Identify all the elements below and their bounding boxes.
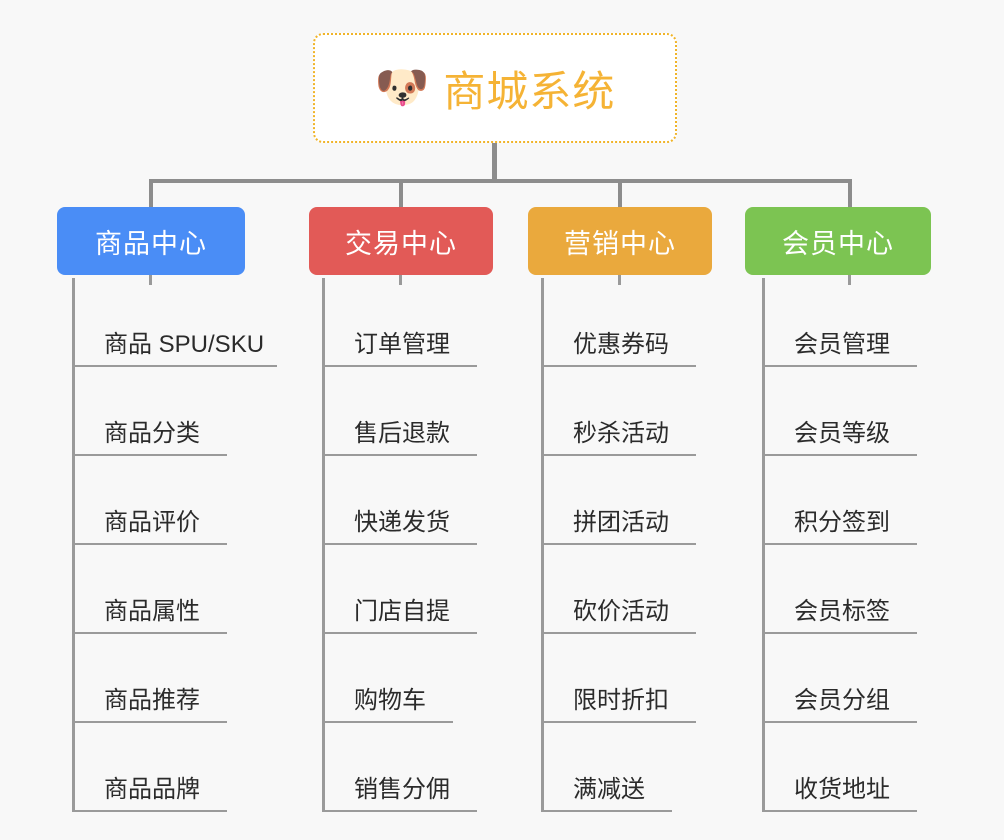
root-title: 商城系统 (443, 67, 616, 115)
connector-stem-marketing (618, 275, 621, 285)
dog-face-icon: 🐶 (374, 63, 430, 112)
leaf-label: 会员分组 (794, 687, 890, 715)
leaf-item-marketing-4[interactable]: 限时折扣 (541, 634, 696, 723)
connector-stem-product (149, 275, 152, 285)
leaf-item-member-4[interactable]: 会员分组 (762, 634, 917, 723)
category-box-marketing-center[interactable]: 营销中心 (528, 207, 712, 275)
leaf-item-product-0[interactable]: 商品 SPU/SKU (72, 278, 277, 367)
connector-drop-member (848, 179, 852, 207)
leaf-label: 秒杀活动 (573, 420, 669, 448)
leaf-item-trade-1[interactable]: 售后退款 (322, 367, 477, 456)
leaf-item-product-5[interactable]: 商品品牌 (72, 723, 227, 812)
category-box-member-center[interactable]: 会员中心 (745, 207, 931, 275)
leaf-label: 商品属性 (104, 598, 200, 626)
leaf-spine-marketing (541, 278, 544, 812)
leaf-item-member-3[interactable]: 会员标签 (762, 545, 917, 634)
leaf-label: 会员管理 (794, 331, 890, 359)
leaf-column-trade-center: 订单管理 售后退款 快递发货 门店自提 购物车 销售分佣 (322, 278, 477, 812)
leaf-item-product-4[interactable]: 商品推荐 (72, 634, 227, 723)
category-label-product-center: 商品中心 (95, 228, 207, 259)
leaf-column-product-center: 商品 SPU/SKU 商品分类 商品评价 商品属性 商品推荐 商品品牌 (72, 278, 277, 812)
leaf-label: 会员标签 (794, 598, 890, 626)
leaf-item-trade-3[interactable]: 门店自提 (322, 545, 477, 634)
connector-horizontal-bus (149, 179, 852, 183)
leaf-item-product-3[interactable]: 商品属性 (72, 545, 227, 634)
leaf-spine-product (72, 278, 75, 812)
leaf-label: 销售分佣 (354, 776, 450, 804)
leaf-label: 门店自提 (354, 598, 450, 626)
leaf-item-trade-2[interactable]: 快递发货 (322, 456, 477, 545)
connector-drop-marketing (618, 179, 622, 207)
leaf-item-marketing-5[interactable]: 满减送 (541, 723, 672, 812)
leaf-item-marketing-3[interactable]: 砍价活动 (541, 545, 696, 634)
leaf-item-member-2[interactable]: 积分签到 (762, 456, 917, 545)
leaf-label: 限时折扣 (573, 687, 669, 715)
leaf-label: 售后退款 (354, 420, 450, 448)
leaf-item-product-1[interactable]: 商品分类 (72, 367, 227, 456)
connector-drop-product (149, 179, 153, 207)
leaf-label: 快递发货 (354, 509, 450, 537)
connector-root-stem (492, 143, 497, 181)
leaf-label: 砍价活动 (573, 598, 669, 626)
connector-drop-trade (399, 179, 403, 207)
leaf-item-member-1[interactable]: 会员等级 (762, 367, 917, 456)
leaf-label: 收货地址 (794, 776, 890, 804)
leaf-label: 满减送 (573, 776, 645, 804)
leaf-spine-member (762, 278, 765, 812)
category-box-product-center[interactable]: 商品中心 (57, 207, 245, 275)
leaf-label: 购物车 (354, 687, 426, 715)
leaf-label: 商品推荐 (104, 687, 200, 715)
leaf-item-marketing-0[interactable]: 优惠券码 (541, 278, 696, 367)
leaf-label: 商品评价 (104, 509, 200, 537)
category-label-trade-center: 交易中心 (345, 228, 457, 259)
leaf-label: 积分签到 (794, 509, 890, 537)
leaf-label: 商品 SPU/SKU (104, 331, 265, 359)
leaf-label: 会员等级 (794, 420, 890, 448)
connector-stem-member (848, 275, 851, 285)
category-label-member-center: 会员中心 (782, 228, 894, 259)
leaf-item-member-5[interactable]: 收货地址 (762, 723, 917, 812)
leaf-label: 商品分类 (104, 420, 200, 448)
leaf-column-member-center: 会员管理 会员等级 积分签到 会员标签 会员分组 收货地址 (762, 278, 917, 812)
leaf-spine-trade (322, 278, 325, 812)
leaf-item-trade-0[interactable]: 订单管理 (322, 278, 477, 367)
leaf-item-trade-4[interactable]: 购物车 (322, 634, 453, 723)
category-box-trade-center[interactable]: 交易中心 (309, 207, 493, 275)
leaf-item-product-2[interactable]: 商品评价 (72, 456, 227, 545)
leaf-item-member-0[interactable]: 会员管理 (762, 278, 917, 367)
category-label-marketing-center: 营销中心 (564, 228, 676, 259)
leaf-item-marketing-1[interactable]: 秒杀活动 (541, 367, 696, 456)
leaf-column-marketing-center: 优惠券码 秒杀活动 拼团活动 砍价活动 限时折扣 满减送 (541, 278, 696, 812)
leaf-item-marketing-2[interactable]: 拼团活动 (541, 456, 696, 545)
leaf-label: 订单管理 (354, 331, 450, 359)
leaf-label: 优惠券码 (573, 331, 669, 359)
connector-stem-trade (399, 275, 402, 285)
leaf-label: 商品品牌 (104, 776, 200, 804)
root-node[interactable]: 🐶 商城系统 (313, 33, 677, 143)
leaf-label: 拼团活动 (573, 509, 669, 537)
leaf-item-trade-5[interactable]: 销售分佣 (322, 723, 477, 812)
